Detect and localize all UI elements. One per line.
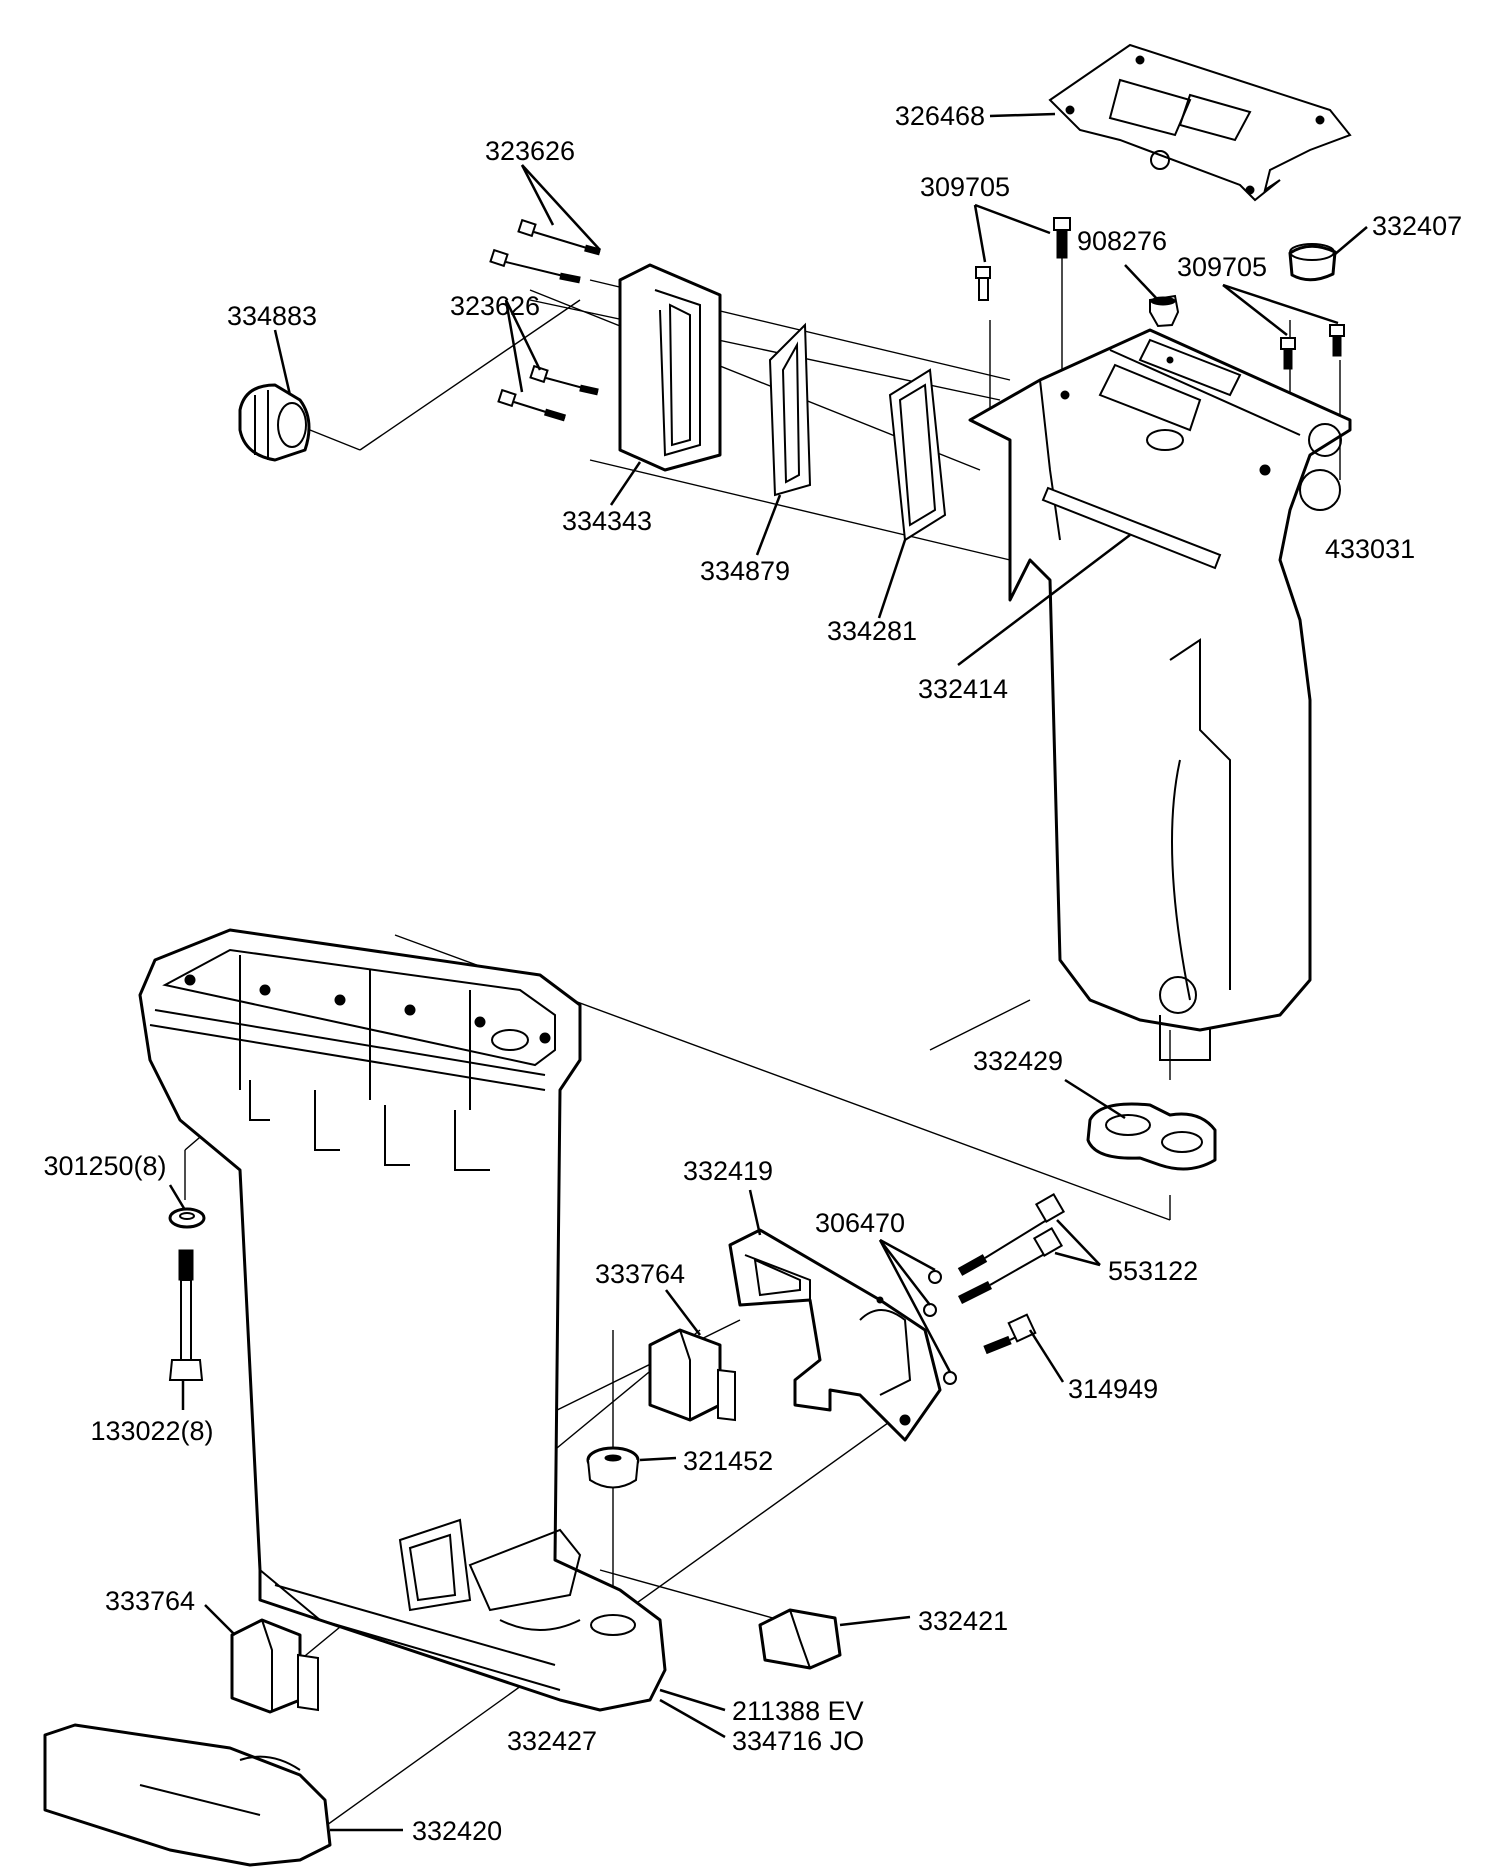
bolt-314949 [983, 1313, 1037, 1355]
bracket-332419 [728, 1228, 942, 1442]
plug-908276 [1149, 294, 1180, 328]
cover-334343 [618, 263, 722, 472]
label-314949: 314949 [1068, 1374, 1158, 1404]
label-333764-lower: 333764 [105, 1586, 195, 1616]
label-306470: 306470 [815, 1208, 905, 1238]
label-211388: 211388 EV [732, 1696, 864, 1726]
label-323626-top: 323626 [485, 136, 575, 166]
label-908276: 908276 [1077, 226, 1167, 256]
bolts-309705-right [1280, 324, 1345, 370]
gasket-326468 [1048, 43, 1352, 202]
label-334879: 334879 [700, 556, 790, 586]
grommet-321452 [586, 1446, 640, 1489]
label-433031: 433031 [1325, 534, 1415, 564]
bolts-323626 [489, 218, 601, 422]
tube-332414 [1041, 486, 1222, 570]
washer-301250 [168, 1207, 206, 1229]
label-133022: 133022(8) [90, 1416, 213, 1446]
label-332427: 332427 [507, 1726, 597, 1756]
leader-lines [168, 112, 1368, 1832]
label-326468: 326468 [895, 101, 985, 131]
bolts-553122 [957, 1192, 1066, 1305]
bolts-309705-top [975, 217, 1071, 301]
adapter-housing-433031 [968, 328, 1352, 1061]
label-332421: 332421 [918, 1606, 1008, 1636]
pad-332421 [758, 1608, 842, 1670]
label-334281: 334281 [827, 616, 917, 646]
label-309705-right: 309705 [1177, 252, 1267, 282]
label-323626-mid: 323626 [450, 291, 540, 321]
cover-332420 [43, 1723, 332, 1867]
stud-133022 [168, 1249, 204, 1381]
rubber-block-333764-lower [230, 1618, 319, 1714]
label-332419: 332419 [683, 1156, 773, 1186]
label-334716: 334716 JO [732, 1726, 864, 1756]
bushing-332407 [1288, 243, 1337, 282]
gasket-334879 [768, 322, 812, 497]
plate-334281 [888, 368, 947, 542]
label-332420: 332420 [412, 1816, 502, 1846]
label-553122: 553122 [1108, 1256, 1198, 1286]
grommet-334883 [238, 299, 581, 462]
label-332414: 332414 [918, 674, 1008, 704]
label-333764-upper: 333764 [595, 1259, 685, 1289]
rubber-block-333764-upper [648, 1328, 736, 1422]
label-332429: 332429 [973, 1046, 1063, 1076]
label-321452: 321452 [683, 1446, 773, 1476]
label-332407: 332407 [1372, 211, 1462, 241]
label-334883: 334883 [227, 301, 317, 331]
driveshaft-housing-332427 [138, 928, 667, 1712]
seal-332429 [1086, 1102, 1217, 1171]
label-301250: 301250(8) [43, 1151, 166, 1181]
part-labels: 326468 323626 309705 908276 332407 30970… [43, 101, 1462, 1846]
label-334343: 334343 [562, 506, 652, 536]
label-309705-top: 309705 [920, 172, 1010, 202]
